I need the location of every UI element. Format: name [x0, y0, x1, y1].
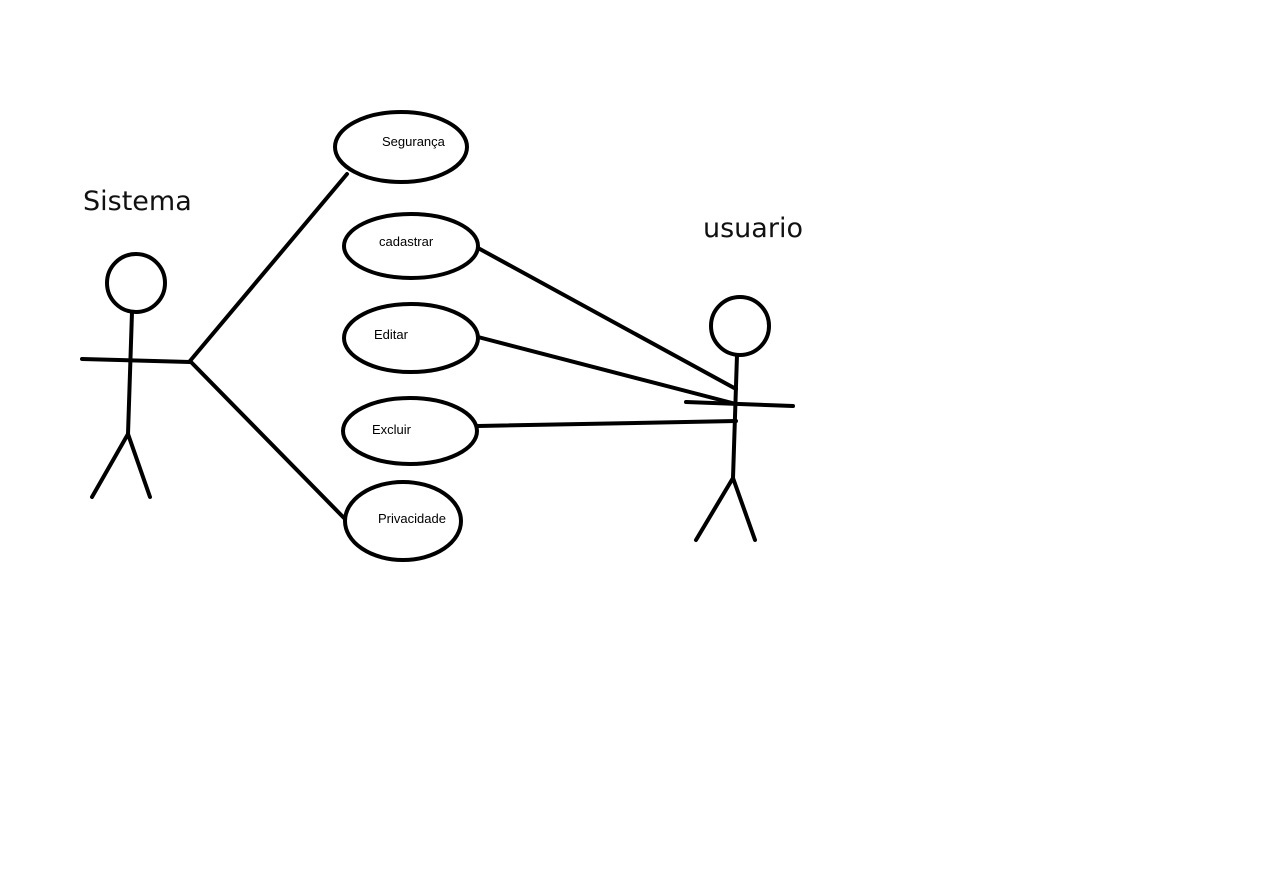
use-case-excluir-label: Excluir: [372, 422, 412, 437]
associations: [188, 172, 738, 522]
actor-usuario-right-leg: [731, 476, 757, 542]
actor-usuario: usuario: [684, 213, 803, 542]
association-usuario-editar: [476, 335, 738, 406]
actor-usuario-arms: [684, 400, 795, 408]
use-case-excluir-ellipse: [341, 396, 479, 466]
association-usuario-cadastrar: [476, 246, 738, 391]
actor-usuario-label: usuario: [703, 213, 803, 244]
use-case-privacidade: Privacidade: [343, 480, 463, 562]
actor-sistema-body: [126, 310, 134, 436]
use-case-cadastrar: cadastrar: [342, 212, 480, 280]
use-case-privacidade-label: Privacidade: [378, 511, 446, 526]
actor-sistema-left-leg: [90, 432, 130, 499]
actor-sistema-arms: [80, 357, 192, 364]
use-case-seguranca-label: Segurança: [382, 134, 446, 149]
actor-sistema-right-leg: [126, 432, 152, 499]
actor-usuario-head: [709, 295, 771, 357]
use-case-editar-label: Editar: [374, 327, 409, 342]
association-sistema-seguranca: [188, 172, 349, 363]
actor-sistema-head: [105, 252, 167, 314]
use-case-cadastrar-ellipse: [342, 212, 480, 280]
use-case-editar-ellipse: [342, 302, 480, 374]
actor-usuario-left-leg: [694, 476, 735, 542]
use-case-editar: Editar: [342, 302, 480, 374]
use-case-seguranca: Segurança: [333, 110, 469, 184]
actor-sistema-label: Sistema: [83, 186, 192, 217]
use-case-privacidade-ellipse: [343, 480, 463, 562]
association-sistema-privacidade: [188, 359, 348, 522]
association-usuario-excluir: [476, 419, 738, 428]
actor-sistema: Sistema: [80, 186, 192, 499]
actor-usuario-body: [731, 353, 739, 480]
use-case-excluir: Excluir: [341, 396, 479, 466]
use-case-cadastrar-label: cadastrar: [379, 234, 434, 249]
use-case-seguranca-ellipse: [333, 110, 469, 184]
